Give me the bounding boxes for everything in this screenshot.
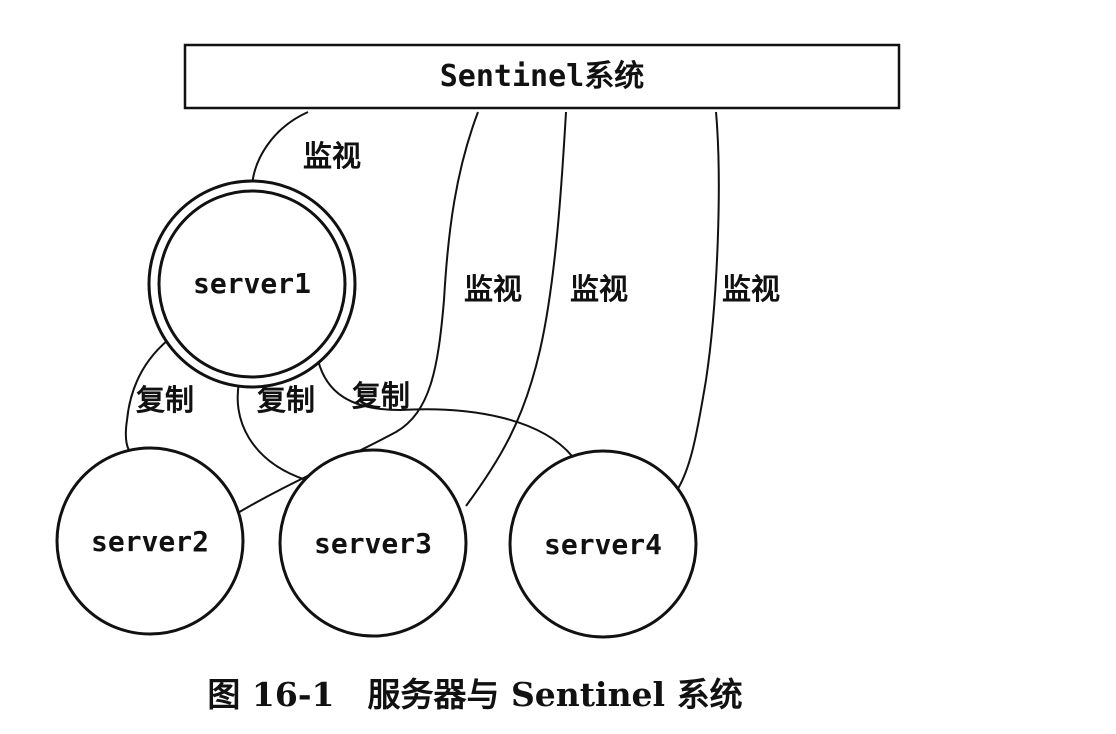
- server4-label: server4: [544, 528, 662, 561]
- server4-node: server4: [508, 449, 698, 639]
- replication-label-server4: 复制: [352, 379, 410, 413]
- server2-circle: [55, 446, 245, 636]
- monitor-label-server1: 监视: [303, 139, 361, 173]
- server3-node: server3: [278, 448, 468, 638]
- figure-caption: 图 16-1 服务器与 Sentinel 系统: [207, 675, 742, 714]
- sentinel-system-box: [183, 43, 901, 110]
- server1-node: server1: [147, 179, 357, 389]
- replication-label-server2: 复制: [136, 383, 194, 417]
- replication-label-server3: 复制: [257, 383, 315, 417]
- server1-inner-ring: [157, 189, 347, 379]
- server3-circle: [278, 448, 468, 638]
- monitor-edge-server3: [465, 111, 567, 507]
- monitor-edge-server1: [251, 111, 309, 187]
- replication-edge-server3: [236, 377, 307, 481]
- server2-node: server2: [55, 446, 245, 636]
- server1-label: server1: [193, 267, 311, 300]
- sentinel-system-label: Sentinel系统: [440, 59, 645, 94]
- replication-edge-server2: [124, 339, 169, 457]
- monitor-label-server2: 监视: [464, 272, 522, 306]
- server2-label: server2: [91, 525, 209, 558]
- replication-edge-server4: [317, 359, 573, 457]
- server3-label: server3: [314, 527, 432, 560]
- monitor-edge-server4: [675, 111, 720, 493]
- monitor-label-server3: 监视: [570, 272, 628, 306]
- server4-circle: [508, 449, 698, 639]
- monitor-label-server4: 监视: [722, 272, 780, 306]
